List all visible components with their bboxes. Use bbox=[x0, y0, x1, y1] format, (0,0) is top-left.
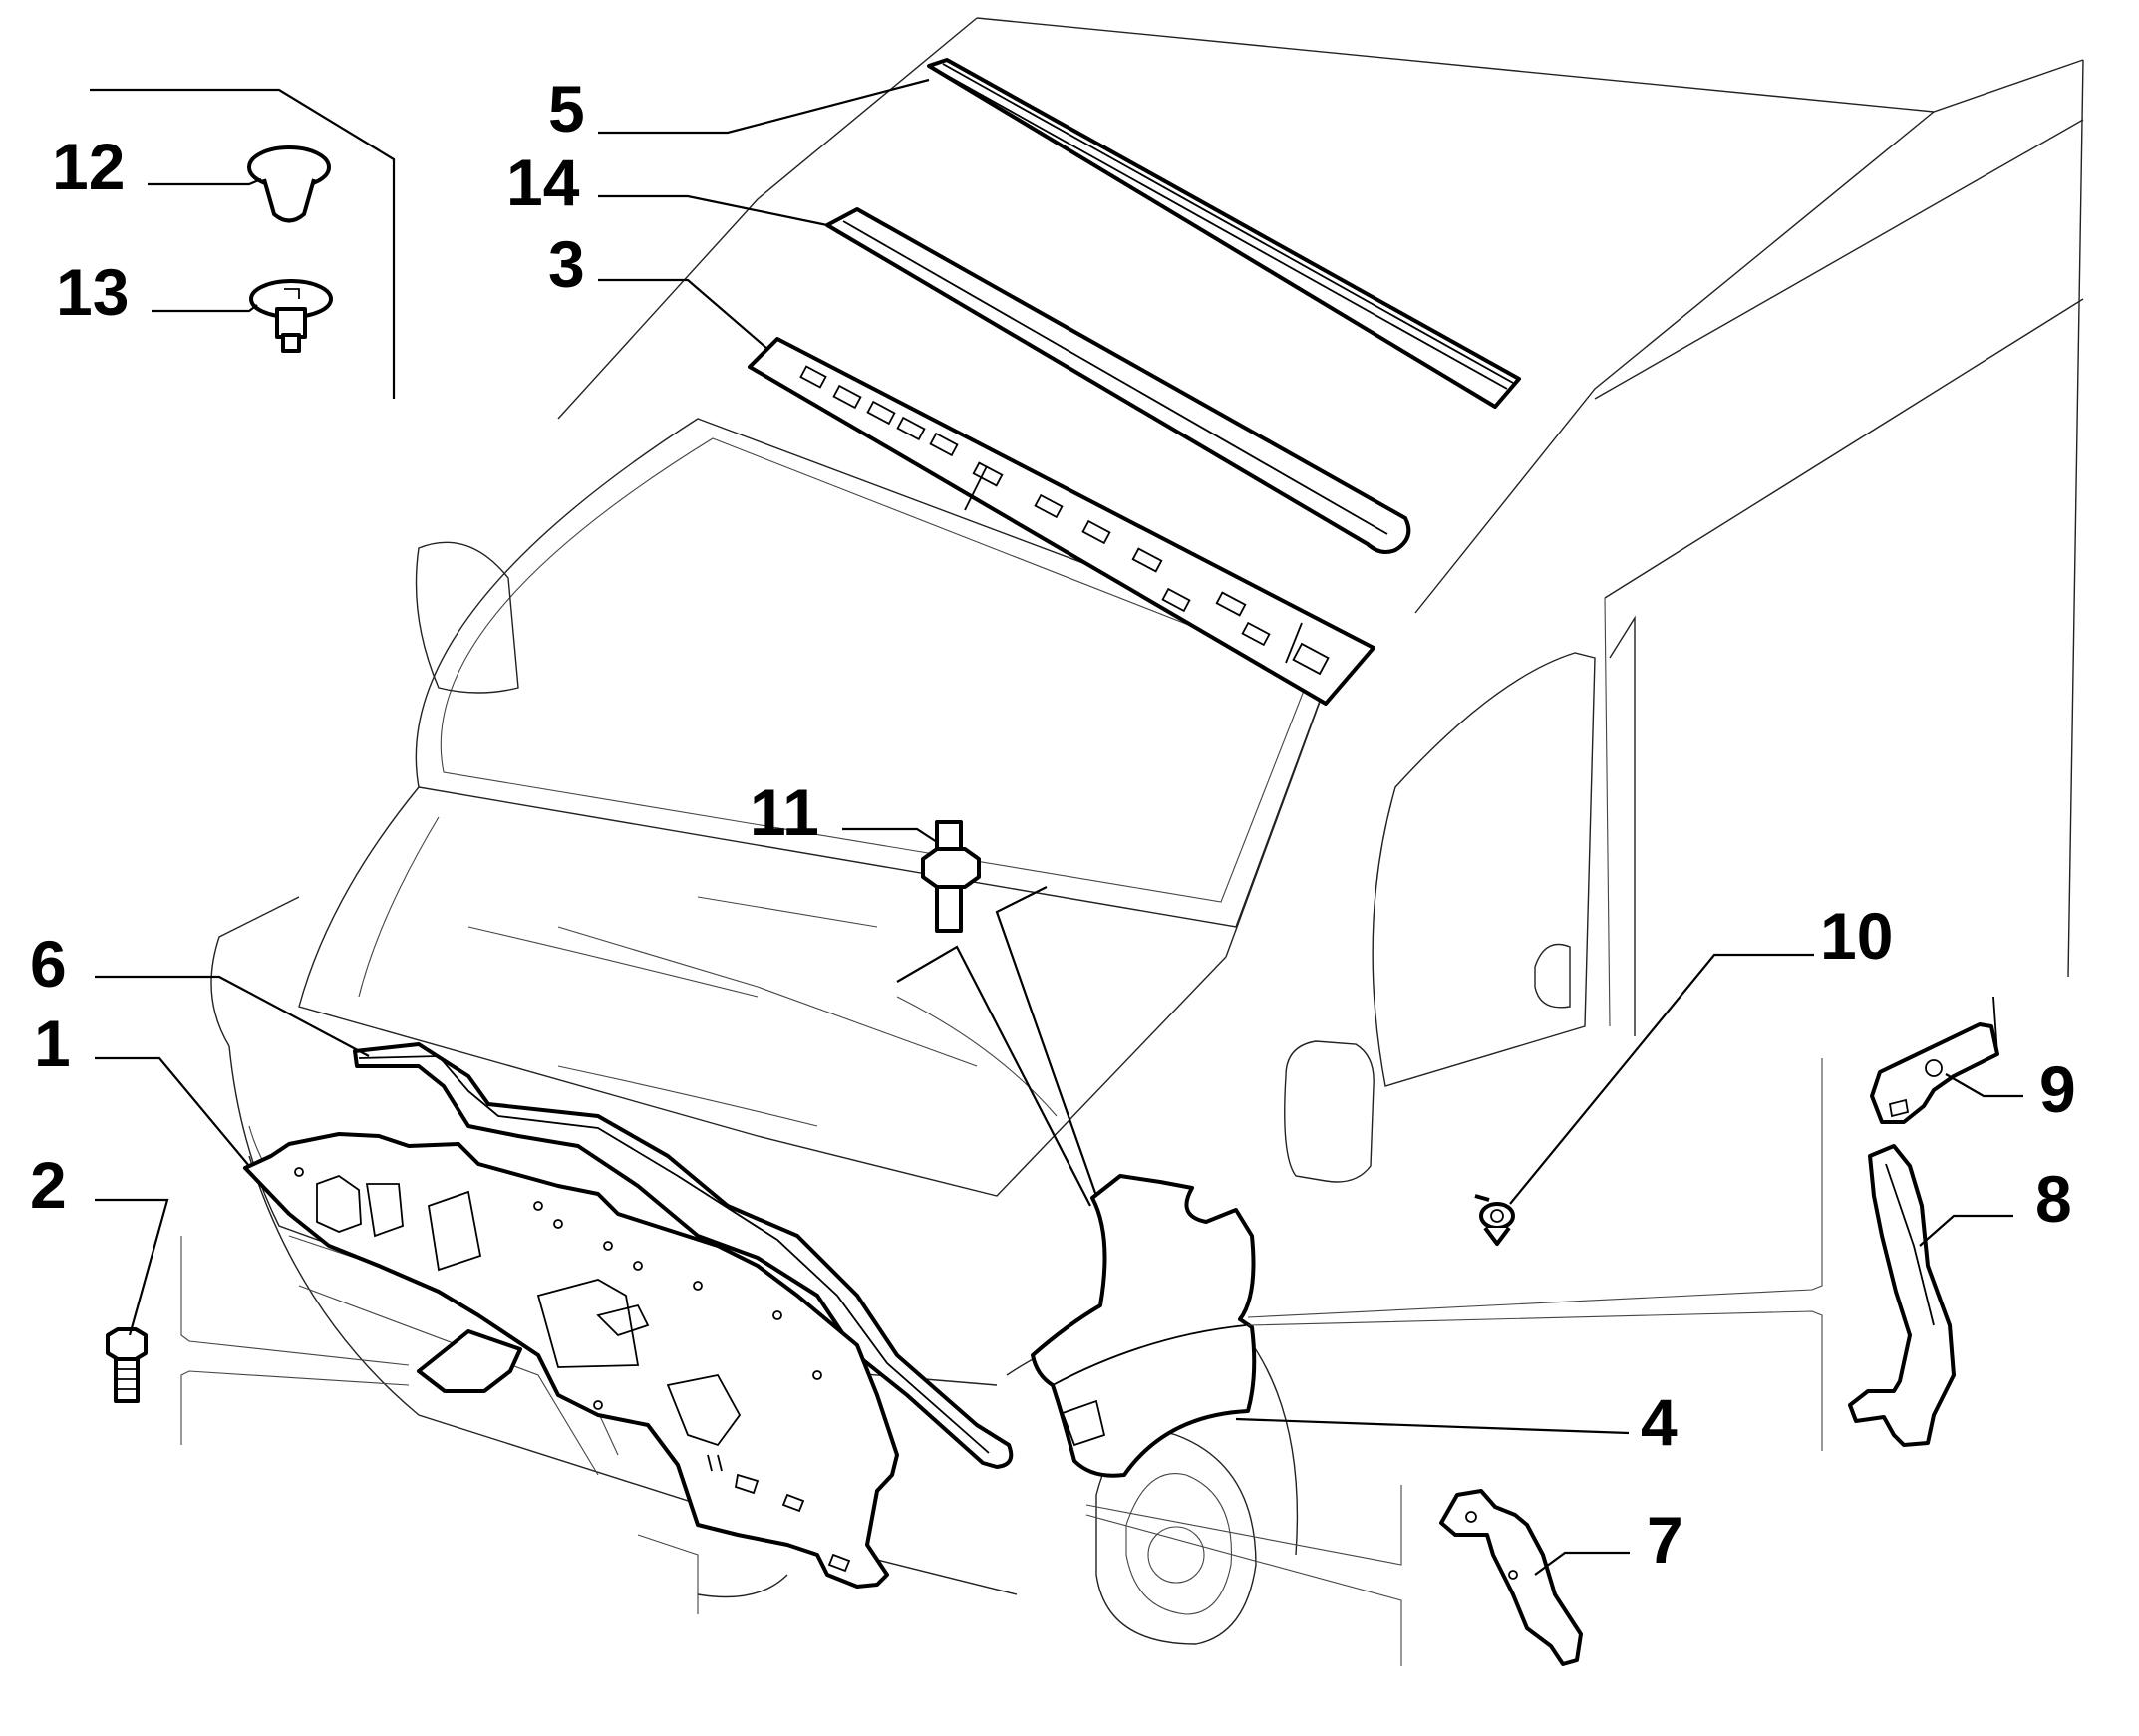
callout-2: 2 bbox=[30, 1148, 67, 1222]
part-9-upper-bracket bbox=[1870, 996, 1999, 1124]
callout-1: 1 bbox=[34, 1007, 71, 1080]
fastener-kit-bracket bbox=[90, 88, 396, 399]
part-12-push-clip bbox=[247, 145, 331, 223]
callout-6: 6 bbox=[30, 927, 67, 1001]
part-6-seal-strip bbox=[353, 1042, 1014, 1469]
part-13-screw-clip bbox=[249, 279, 333, 353]
van-body-outline bbox=[210, 17, 2084, 1645]
part-5-roof-strip bbox=[927, 58, 1521, 409]
callout-4: 4 bbox=[1641, 1385, 1678, 1459]
callout-10: 10 bbox=[1820, 899, 1893, 973]
part-10-clip bbox=[1474, 1194, 1515, 1246]
part-11-stud bbox=[921, 820, 981, 933]
callout-12: 12 bbox=[52, 130, 125, 203]
callout-3: 3 bbox=[548, 227, 585, 301]
callout-11: 11 bbox=[750, 775, 819, 849]
callout-8: 8 bbox=[2035, 1162, 2072, 1236]
part-4-fender-panel bbox=[1031, 1174, 1257, 1478]
part-14-roof-rail bbox=[825, 207, 1411, 554]
callout-9: 9 bbox=[2039, 1052, 2076, 1126]
callout-14: 14 bbox=[506, 145, 580, 219]
part-8-long-bracket bbox=[1848, 1144, 1956, 1447]
part-7-lower-bracket bbox=[1439, 1489, 1583, 1666]
leader-lines bbox=[95, 78, 2023, 1666]
part-2-bolt bbox=[106, 1327, 148, 1403]
part-1-cross-member bbox=[243, 1132, 899, 1589]
callout-5: 5 bbox=[548, 72, 585, 145]
part-mount-plate bbox=[417, 1329, 522, 1393]
part-3-header-panel bbox=[748, 337, 1375, 706]
callout-7: 7 bbox=[1647, 1503, 1683, 1577]
callouts: 5 14 3 12 13 11 6 1 2 10 9 8 4 7 bbox=[30, 72, 2076, 1577]
callout-13: 13 bbox=[56, 255, 129, 329]
